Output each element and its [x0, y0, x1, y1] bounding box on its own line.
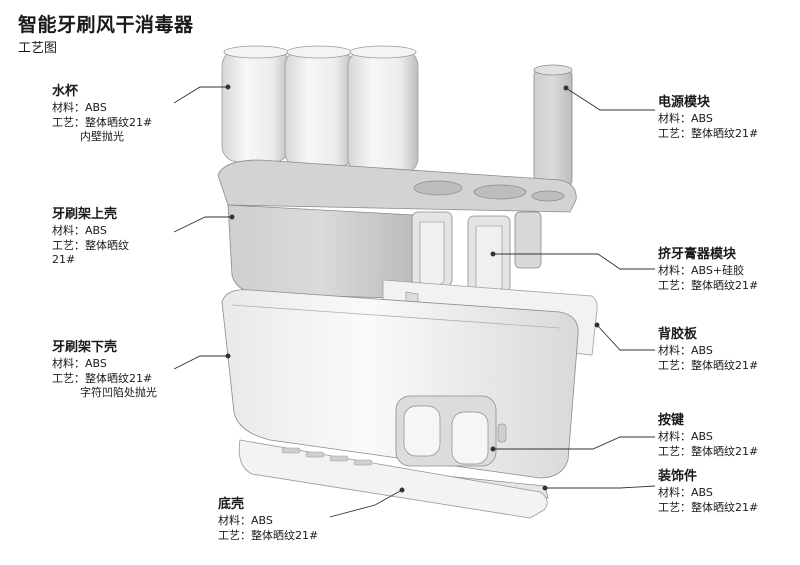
part-process: 工艺：整体晒纹21# — [52, 115, 153, 129]
part-name: 水杯 — [52, 84, 79, 99]
label-button: 按键 材料：ABS 工艺：整体晒纹21# — [658, 412, 758, 459]
label-power-module: 电源模块 材料：ABS 工艺：整体晒纹21# — [658, 94, 758, 141]
part-process: 工艺：整体晒纹 — [52, 238, 129, 252]
label-upper-shell: 牙刷架上壳 材料：ABS 工艺：整体晒纹 21# — [52, 206, 129, 268]
label-cups: 水杯 材料：ABS 工艺：整体晒纹21# 内壁抛光 — [52, 83, 152, 145]
label-back-plate: 背胶板 材料：ABS 工艺：整体晒纹21# — [658, 326, 758, 373]
part-name: 牙刷架下壳 — [52, 340, 118, 355]
part-material: 材料：ABS — [658, 112, 713, 125]
part-material: 材料：ABS — [218, 514, 273, 527]
power-module — [533, 64, 573, 189]
cup-1 — [221, 45, 291, 163]
part-process: 工艺：整体晒纹21# — [658, 500, 759, 514]
part-process-note: 21# — [52, 253, 76, 266]
label-squeezer-module: 挤牙膏器模块 材料：ABS+硅胶 工艺：整体晒纹21# — [658, 246, 758, 293]
part-process: 工艺：整体晒纹21# — [658, 278, 759, 292]
part-name: 装饰件 — [658, 469, 698, 484]
part-process: 工艺：整体晒纹21# — [658, 358, 759, 372]
part-process: 工艺：整体晒纹21# — [52, 371, 153, 385]
page-title: 智能牙刷风干消毒器 — [18, 14, 194, 36]
leader-lines — [173, 84, 656, 518]
part-material: 材料：ABS — [52, 224, 107, 237]
label-lower-shell: 牙刷架下壳 材料：ABS 工艺：整体晒纹21# 字符凹陷处抛光 — [52, 339, 157, 401]
part-process: 工艺：整体晒纹21# — [658, 444, 759, 458]
part-process: 工艺：整体晒纹21# — [658, 126, 759, 140]
base-shell — [238, 439, 548, 519]
part-process-note: 内壁抛光 — [80, 130, 124, 143]
upper-shell — [217, 159, 577, 299]
toothpaste-squeezer-module — [411, 211, 542, 293]
part-name: 挤牙膏器模块 — [658, 247, 737, 262]
part-process: 工艺：整体晒纹21# — [218, 528, 319, 542]
page-subtitle: 工艺图 — [18, 41, 58, 56]
part-name: 按键 — [658, 413, 685, 428]
part-name: 背胶板 — [658, 327, 698, 342]
part-material: 材料：ABS — [52, 357, 107, 370]
part-name: 电源模块 — [658, 95, 711, 110]
label-decorative-trim: 装饰件 材料：ABS 工艺：整体晒纹21# — [658, 468, 758, 515]
lower-shell — [221, 289, 579, 479]
part-process-note: 字符凹陷处抛光 — [80, 386, 157, 399]
part-name: 底壳 — [218, 497, 245, 512]
part-material: 材料：ABS — [52, 101, 107, 114]
part-material: 材料：ABS+硅胶 — [658, 264, 745, 277]
part-material: 材料：ABS — [658, 344, 713, 357]
part-name: 牙刷架上壳 — [52, 207, 118, 222]
cup-3 — [347, 45, 419, 175]
part-material: 材料：ABS — [658, 486, 713, 499]
part-material: 材料：ABS — [658, 430, 713, 443]
cup-2 — [284, 45, 354, 169]
label-base-shell: 底壳 材料：ABS 工艺：整体晒纹21# — [218, 496, 318, 543]
